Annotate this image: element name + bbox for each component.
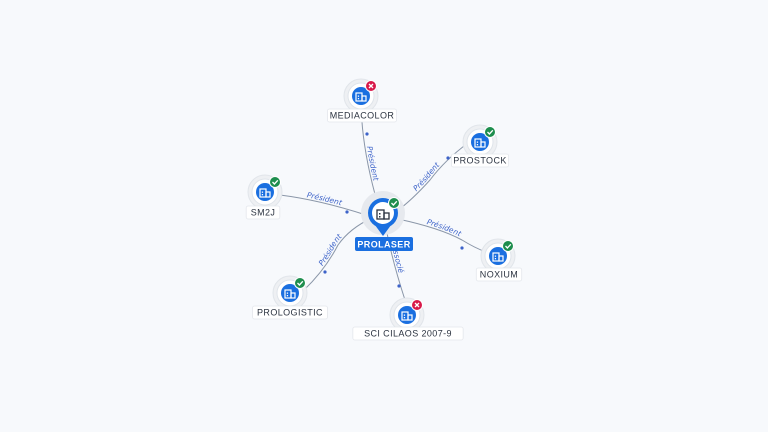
node-label-box bbox=[252, 305, 328, 320]
node-label: MEDIACOLOR bbox=[327, 108, 397, 123]
node-layer: MEDIACOLOR PROSTOCK SM2J NOXIUM PROLOGISTIC S… bbox=[245, 78, 523, 341]
edge-label-mediacolor: Président bbox=[365, 145, 381, 182]
node-sm2j[interactable]: SM2J bbox=[245, 174, 283, 220]
edge-arrow-noxium bbox=[460, 246, 464, 250]
node-label-box bbox=[450, 153, 509, 168]
node-label-text: PROSTOCK bbox=[453, 156, 507, 166]
node-label: SCI CILAOS 2007-9 bbox=[352, 326, 464, 341]
node-prologistic[interactable]: PROLOGISTIC bbox=[252, 275, 328, 320]
edge-label-prologistic: Président bbox=[317, 231, 345, 267]
node-label: NOXIUM bbox=[475, 267, 523, 282]
node-label: PROLOGISTIC bbox=[252, 305, 328, 320]
building-icon bbox=[355, 92, 367, 102]
node-prostock[interactable]: PROSTOCK bbox=[450, 124, 509, 168]
node-label-text: SCI CILAOS 2007-9 bbox=[364, 329, 452, 339]
node-label: PROSTOCK bbox=[450, 153, 509, 168]
node-noxium[interactable]: NOXIUM bbox=[475, 238, 523, 282]
node-label-box bbox=[327, 108, 397, 123]
edge-arrow-mediacolor bbox=[365, 132, 369, 136]
node-label: SM2J bbox=[245, 205, 281, 220]
svg-text:Président: Président bbox=[317, 231, 345, 267]
edge-label-sm2j: Président bbox=[306, 190, 344, 207]
edge-label-prostock: Président bbox=[411, 160, 442, 193]
check-icon bbox=[269, 176, 281, 188]
building-icon bbox=[492, 252, 504, 262]
center-label-box bbox=[355, 237, 413, 251]
check-icon bbox=[388, 197, 400, 209]
node-label-text: SM2J bbox=[251, 208, 276, 218]
cross-icon bbox=[365, 80, 377, 92]
node-center[interactable]: PROLASER bbox=[355, 191, 413, 251]
edge-arrow-prostock bbox=[446, 156, 450, 160]
edge-sm2j[interactable]: Président bbox=[279, 190, 367, 216]
node-label-box bbox=[352, 326, 464, 341]
check-icon bbox=[502, 240, 514, 252]
node-mediacolor[interactable]: MEDIACOLOR bbox=[327, 78, 397, 123]
node-label-text: PROLOGISTIC bbox=[257, 308, 323, 318]
building-icon bbox=[474, 138, 486, 148]
node-sci-cilaos[interactable]: SCI CILAOS 2007-9 bbox=[352, 297, 464, 341]
building-icon bbox=[284, 289, 296, 299]
edge-prostock[interactable]: Président bbox=[396, 142, 469, 212]
node-label-box bbox=[245, 205, 281, 220]
node-label-text: MEDIACOLOR bbox=[330, 111, 395, 121]
svg-text:Président: Président bbox=[365, 145, 381, 182]
building-icon bbox=[259, 188, 271, 198]
check-icon bbox=[294, 277, 306, 289]
edge-prologistic[interactable]: Président bbox=[303, 217, 373, 291]
check-icon bbox=[484, 126, 496, 138]
building-icon bbox=[376, 209, 390, 220]
node-label-box bbox=[475, 267, 523, 282]
svg-text:Président: Président bbox=[306, 190, 344, 207]
building-icon bbox=[401, 311, 413, 321]
node-label-text: NOXIUM bbox=[480, 270, 518, 280]
svg-text:Président: Président bbox=[411, 160, 442, 193]
center-label: PROLASER bbox=[357, 240, 410, 250]
cross-icon bbox=[411, 299, 423, 311]
edge-arrow-sci-cilaos bbox=[397, 284, 401, 288]
edge-arrow-sm2j bbox=[345, 210, 349, 214]
edge-arrow-prologistic bbox=[323, 270, 327, 274]
